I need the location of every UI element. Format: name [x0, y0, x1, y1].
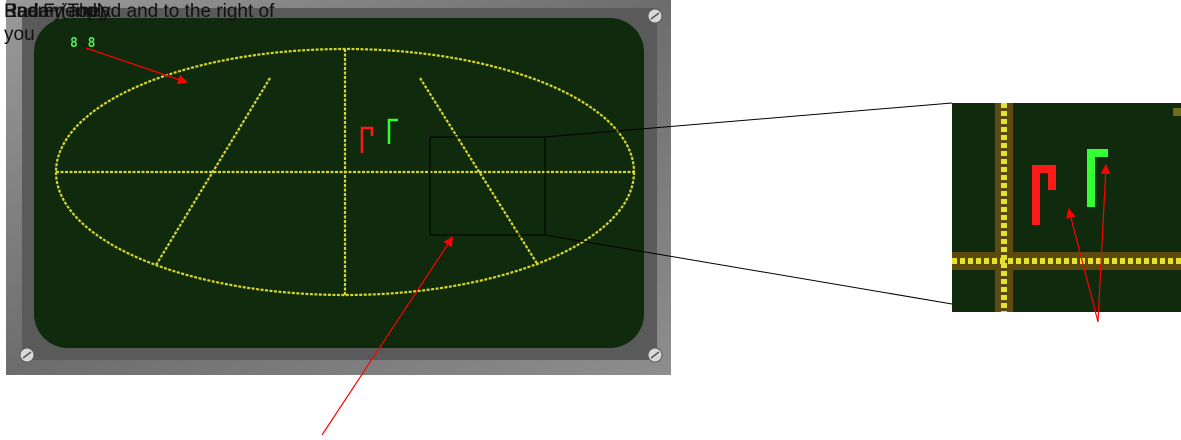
arrow-to-friendly-marker	[1097, 164, 1111, 323]
overlapping-labels: Radar (Top) Bad Friendly Enemy ahead and…	[4, 0, 304, 115]
magnified-inset	[952, 103, 1181, 312]
arrow-to-enemy-marker	[1066, 208, 1099, 323]
radar-right-line	[419, 77, 539, 266]
enemy-contact-marker	[360, 126, 374, 153]
screw-icon	[647, 8, 663, 24]
arrow-to-zoom-region	[321, 236, 454, 436]
radar-panel	[6, 0, 671, 375]
zoom-connector-top	[544, 102, 953, 138]
radar-grid	[54, 47, 636, 297]
arrow-to-radar-ellipse	[85, 47, 188, 85]
inset-enemy-marker	[1032, 165, 1056, 225]
radar-left-line	[155, 77, 271, 266]
zoom-region-box	[429, 136, 546, 236]
friendly-contact-marker	[387, 118, 398, 144]
bad-friendly-label: Bad Friendly	[4, 1, 111, 22]
radar-screen	[34, 18, 644, 348]
inset-friendly-marker	[1087, 149, 1108, 207]
screw-icon	[647, 347, 663, 363]
enemy-ahead-label: Enemy ahead and to the right of you	[4, 1, 280, 45]
inset-corner-mark	[1173, 108, 1181, 116]
radar-top-label: Radar (Top)	[4, 1, 105, 22]
screw-icon	[19, 347, 35, 363]
radar-readout: 8 8	[70, 36, 97, 51]
zoom-connector-bottom	[544, 234, 953, 305]
inset-background	[952, 103, 1181, 312]
